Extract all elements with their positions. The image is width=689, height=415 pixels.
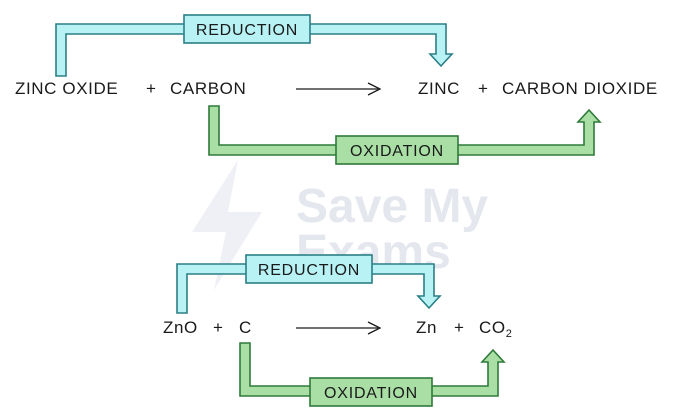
reduction-label-box-top: [183, 14, 311, 44]
reaction-arrow-bottom: [296, 321, 382, 335]
reactant-carbon: CARBON: [170, 79, 247, 98]
reactant-zinc-oxide: ZINC OXIDE: [15, 79, 119, 98]
oxidation-label-box-bottom: [309, 377, 433, 407]
oxidation-label-bottom: OXIDATION: [324, 385, 418, 402]
plus-sign-2: +: [478, 79, 489, 98]
plus-sign-4: +: [454, 318, 465, 337]
reduction-label-box-bottom: [245, 254, 373, 284]
reaction-arrow-top: [296, 82, 382, 96]
watermark-bolt-icon: [192, 160, 262, 290]
reduction-arrow-top: REDUCTION: [55, 14, 454, 77]
reduction-label-bottom: REDUCTION: [258, 262, 360, 279]
product-zn: Zn: [416, 318, 438, 337]
reduction-label-top: REDUCTION: [196, 22, 298, 39]
oxidation-arrow-bottom: OXIDATION: [239, 342, 506, 407]
plus-sign-3: +: [213, 318, 224, 337]
product-zinc: ZINC: [418, 79, 461, 98]
plus-sign-1: +: [146, 79, 157, 98]
watermark-line1: Save My: [296, 180, 488, 233]
reduction-arrow-bottom: REDUCTION: [176, 254, 442, 314]
oxidation-label-box-top: [335, 135, 459, 165]
reactant-c: C: [239, 318, 252, 337]
product-co2-subscript: 2: [505, 328, 513, 340]
product-carbon-dioxide: CARBON DIOXIDE: [502, 79, 658, 98]
reactant-zno: ZnO: [163, 318, 198, 337]
product-co2-main: CO: [479, 318, 506, 337]
oxidation-arrow-top: OXIDATION: [208, 105, 602, 165]
product-co2: CO2: [479, 318, 512, 340]
oxidation-label-top: OXIDATION: [350, 143, 444, 160]
